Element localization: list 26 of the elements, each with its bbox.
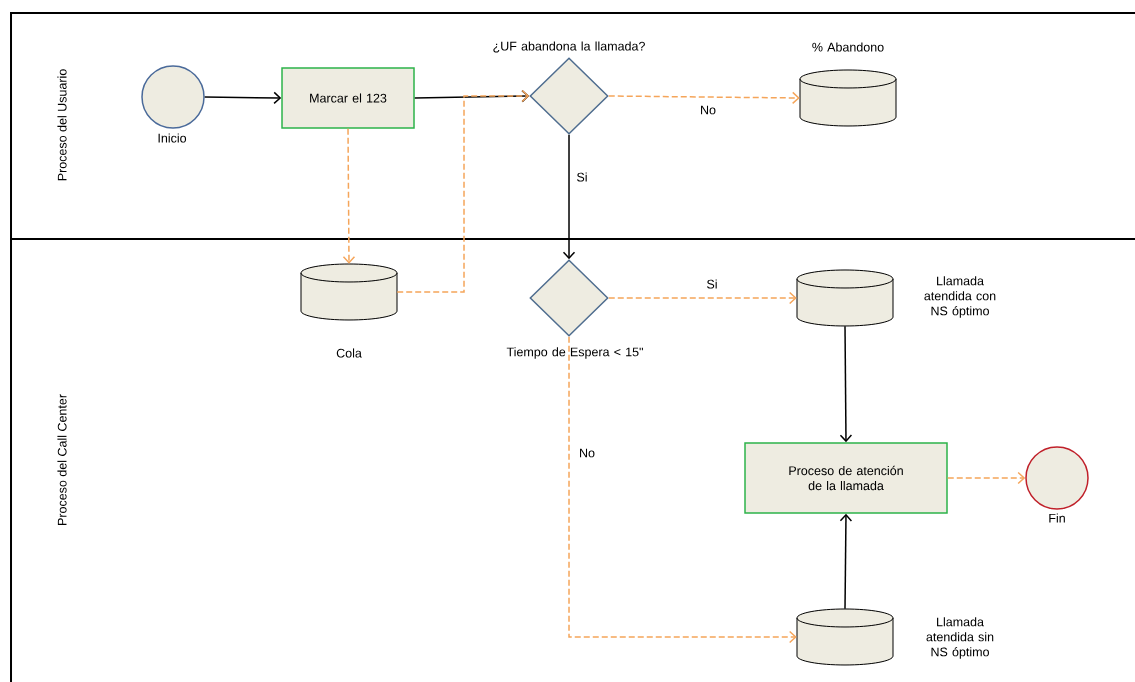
arrow bbox=[568, 336, 797, 644]
process-box: Marcar el 123 bbox=[281, 67, 415, 129]
process-box: Proceso de atención de la llamada bbox=[744, 442, 948, 514]
node-label: % Abandono bbox=[812, 42, 884, 52]
arrow bbox=[839, 513, 853, 610]
node-label: Llamada atendida con NS óptimo bbox=[924, 276, 996, 318]
arrow bbox=[204, 91, 282, 105]
arrow bbox=[839, 325, 853, 443]
arrow bbox=[608, 91, 800, 105]
lane-label: Proceso del Usuario bbox=[57, 69, 67, 181]
edge-label: Si bbox=[575, 171, 589, 183]
arrow bbox=[947, 471, 1026, 485]
node-label: Llamada atendida sin NS óptimo bbox=[926, 617, 994, 659]
node-label: ¿UF abandona la llamada? bbox=[493, 41, 645, 53]
event-label: Fin bbox=[1049, 513, 1065, 523]
node-label: Tiempo de Espera < 15" bbox=[506, 347, 643, 359]
event-label: Inicio bbox=[158, 133, 187, 143]
edge-label: No bbox=[699, 104, 717, 116]
arrow bbox=[608, 291, 797, 305]
edge-label: Si bbox=[705, 278, 719, 290]
arrow bbox=[396, 89, 530, 293]
edge-label: No bbox=[578, 447, 596, 459]
lane-label: Proceso del Call Center bbox=[57, 394, 67, 525]
node-label: Cola bbox=[336, 348, 362, 358]
arrow bbox=[562, 134, 576, 260]
arrow bbox=[342, 128, 356, 264]
